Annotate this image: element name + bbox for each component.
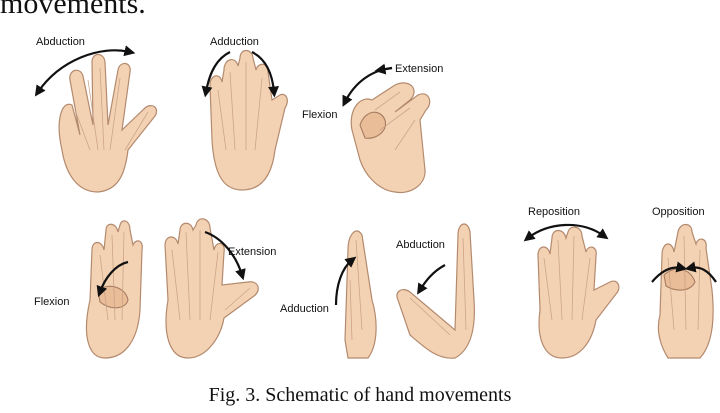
label-abduction-2: Abduction [396, 239, 445, 251]
label-adduction-1: Adduction [210, 36, 259, 48]
top-text-fragment: movements. [0, 0, 146, 20]
label-flexion-1: Flexion [302, 109, 337, 121]
hand-movements-figure: Abduction Adduction Extension Flexion Fl… [34, 36, 717, 359]
hand-opposition [651, 223, 717, 359]
label-extension-2: Extension [228, 246, 276, 258]
label-reposition: Reposition [528, 206, 580, 218]
label-abduction-1: Abduction [36, 36, 85, 48]
hand-adduction-closed [201, 49, 288, 191]
hand-reposition [523, 223, 620, 359]
hand-thumb-flexion-palm [85, 220, 143, 359]
label-adduction-2: Adduction [280, 303, 329, 315]
label-extension-1: Extension [395, 63, 443, 75]
hand-thumb-adduction-side [334, 230, 377, 359]
hand-thumb-abduction-side [396, 223, 475, 359]
figure-caption: Fig. 3. Schematic of hand movements [208, 384, 512, 406]
label-flexion-2: Flexion [34, 296, 69, 308]
label-opposition: Opposition [652, 206, 705, 218]
hand-thumb-flexion-extension [342, 63, 431, 194]
hand-abduction-spread [34, 45, 158, 193]
hand-thumb-extension [164, 218, 259, 359]
